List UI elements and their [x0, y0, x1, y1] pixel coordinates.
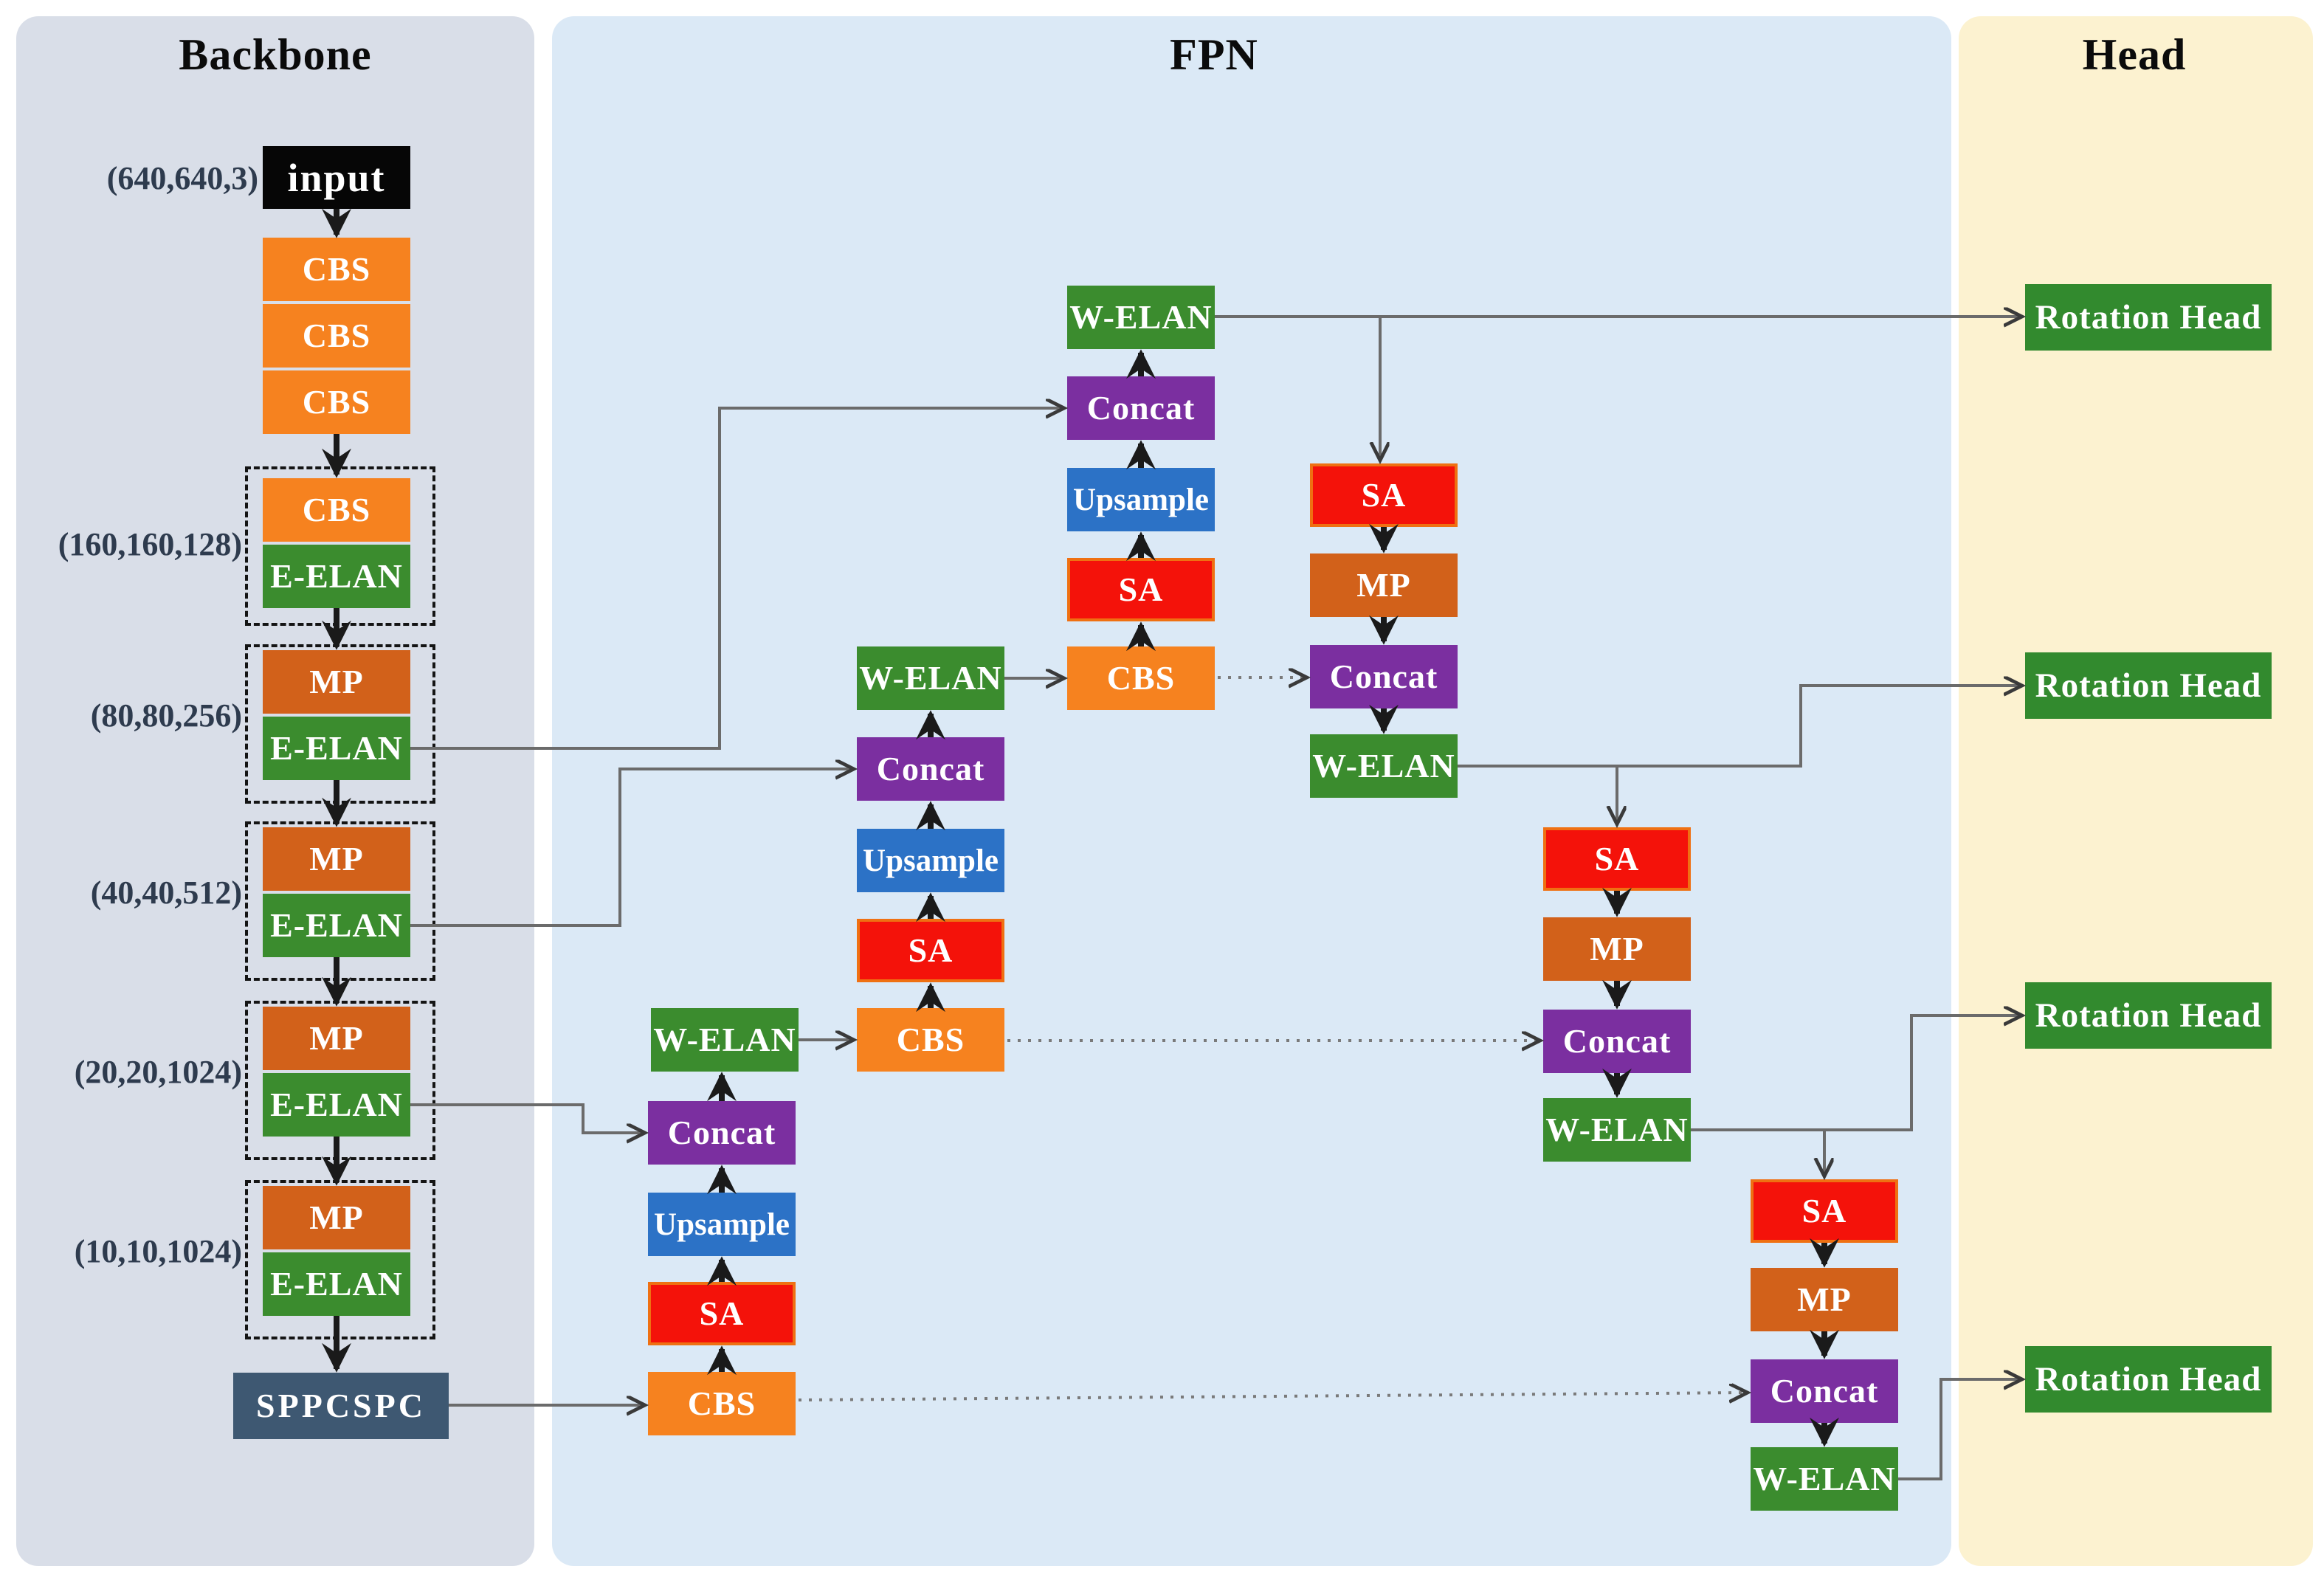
block-mp-1: MP: [263, 650, 410, 714]
block-eelan-1: E-ELAN: [263, 545, 410, 608]
block-mp-4: MP: [263, 1186, 410, 1249]
block-a-sa: SA: [648, 1282, 796, 1345]
block-cbs-4: CBS: [263, 478, 410, 542]
panel-title-head: Head: [2082, 30, 2187, 79]
block-cbs-2: CBS: [263, 304, 410, 368]
block-f-concat: Concat: [1751, 1359, 1898, 1423]
block-b-cbs: CBS: [857, 1008, 1004, 1072]
block-c-sa: SA: [1067, 558, 1215, 621]
block-c-concat: Concat: [1067, 376, 1215, 440]
block-c-welan: W-ELAN: [1067, 286, 1215, 349]
block-mp-2: MP: [263, 827, 410, 891]
block-rotation-head-4: Rotation Head: [2025, 1346, 2272, 1413]
block-d-sa: SA: [1310, 463, 1458, 527]
block-e-mp: MP: [1543, 917, 1691, 981]
block-f-sa: SA: [1751, 1179, 1898, 1243]
block-input: input: [263, 146, 410, 209]
block-eelan-5: E-ELAN: [263, 1252, 410, 1316]
panel-title-backbone: Backbone: [179, 30, 372, 79]
dimension-label-4: (40,40,512): [90, 875, 242, 911]
dimension-label-1: (640,640,3): [106, 160, 258, 196]
dimension-label-6: (10,10,1024): [74, 1233, 242, 1269]
block-eelan-3: E-ELAN: [263, 894, 410, 957]
block-d-mp: MP: [1310, 553, 1458, 617]
block-e-welan: W-ELAN: [1543, 1098, 1691, 1162]
block-cbs-3: CBS: [263, 370, 410, 434]
dimension-label-5: (20,20,1024): [74, 1054, 242, 1090]
block-d-welan: W-ELAN: [1310, 734, 1458, 798]
block-b-sa: SA: [857, 919, 1004, 982]
block-b-upsample: Upsample: [857, 829, 1004, 892]
block-a-concat: Concat: [648, 1101, 796, 1165]
block-b-concat: Concat: [857, 737, 1004, 801]
panel-title-fpn: FPN: [1170, 30, 1258, 79]
block-e-concat: Concat: [1543, 1010, 1691, 1073]
block-e-sa: SA: [1543, 827, 1691, 891]
panel-head: [1959, 16, 2313, 1566]
block-a-cbs: CBS: [648, 1372, 796, 1435]
dimension-label-2: (160,160,128): [58, 526, 242, 562]
block-f-welan: W-ELAN: [1751, 1447, 1898, 1511]
block-c-cbs: CBS: [1067, 646, 1215, 710]
block-mp-3: MP: [263, 1007, 410, 1070]
block-f-mp: MP: [1751, 1268, 1898, 1331]
block-sppcspc: SPPCSPC: [233, 1373, 449, 1439]
block-a-upsample: Upsample: [648, 1193, 796, 1256]
dimension-label-3: (80,80,256): [90, 697, 242, 734]
block-rotation-head-1: Rotation Head: [2025, 284, 2272, 351]
block-rotation-head-2: Rotation Head: [2025, 652, 2272, 719]
block-c-upsample: Upsample: [1067, 468, 1215, 531]
block-rotation-head-3: Rotation Head: [2025, 982, 2272, 1049]
block-b-welan: W-ELAN: [857, 646, 1004, 710]
block-cbs-1: CBS: [263, 238, 410, 301]
block-d-concat: Concat: [1310, 645, 1458, 708]
block-eelan-2: E-ELAN: [263, 717, 410, 780]
block-eelan-4: E-ELAN: [263, 1073, 410, 1137]
block-a-welan: W-ELAN: [651, 1008, 799, 1072]
